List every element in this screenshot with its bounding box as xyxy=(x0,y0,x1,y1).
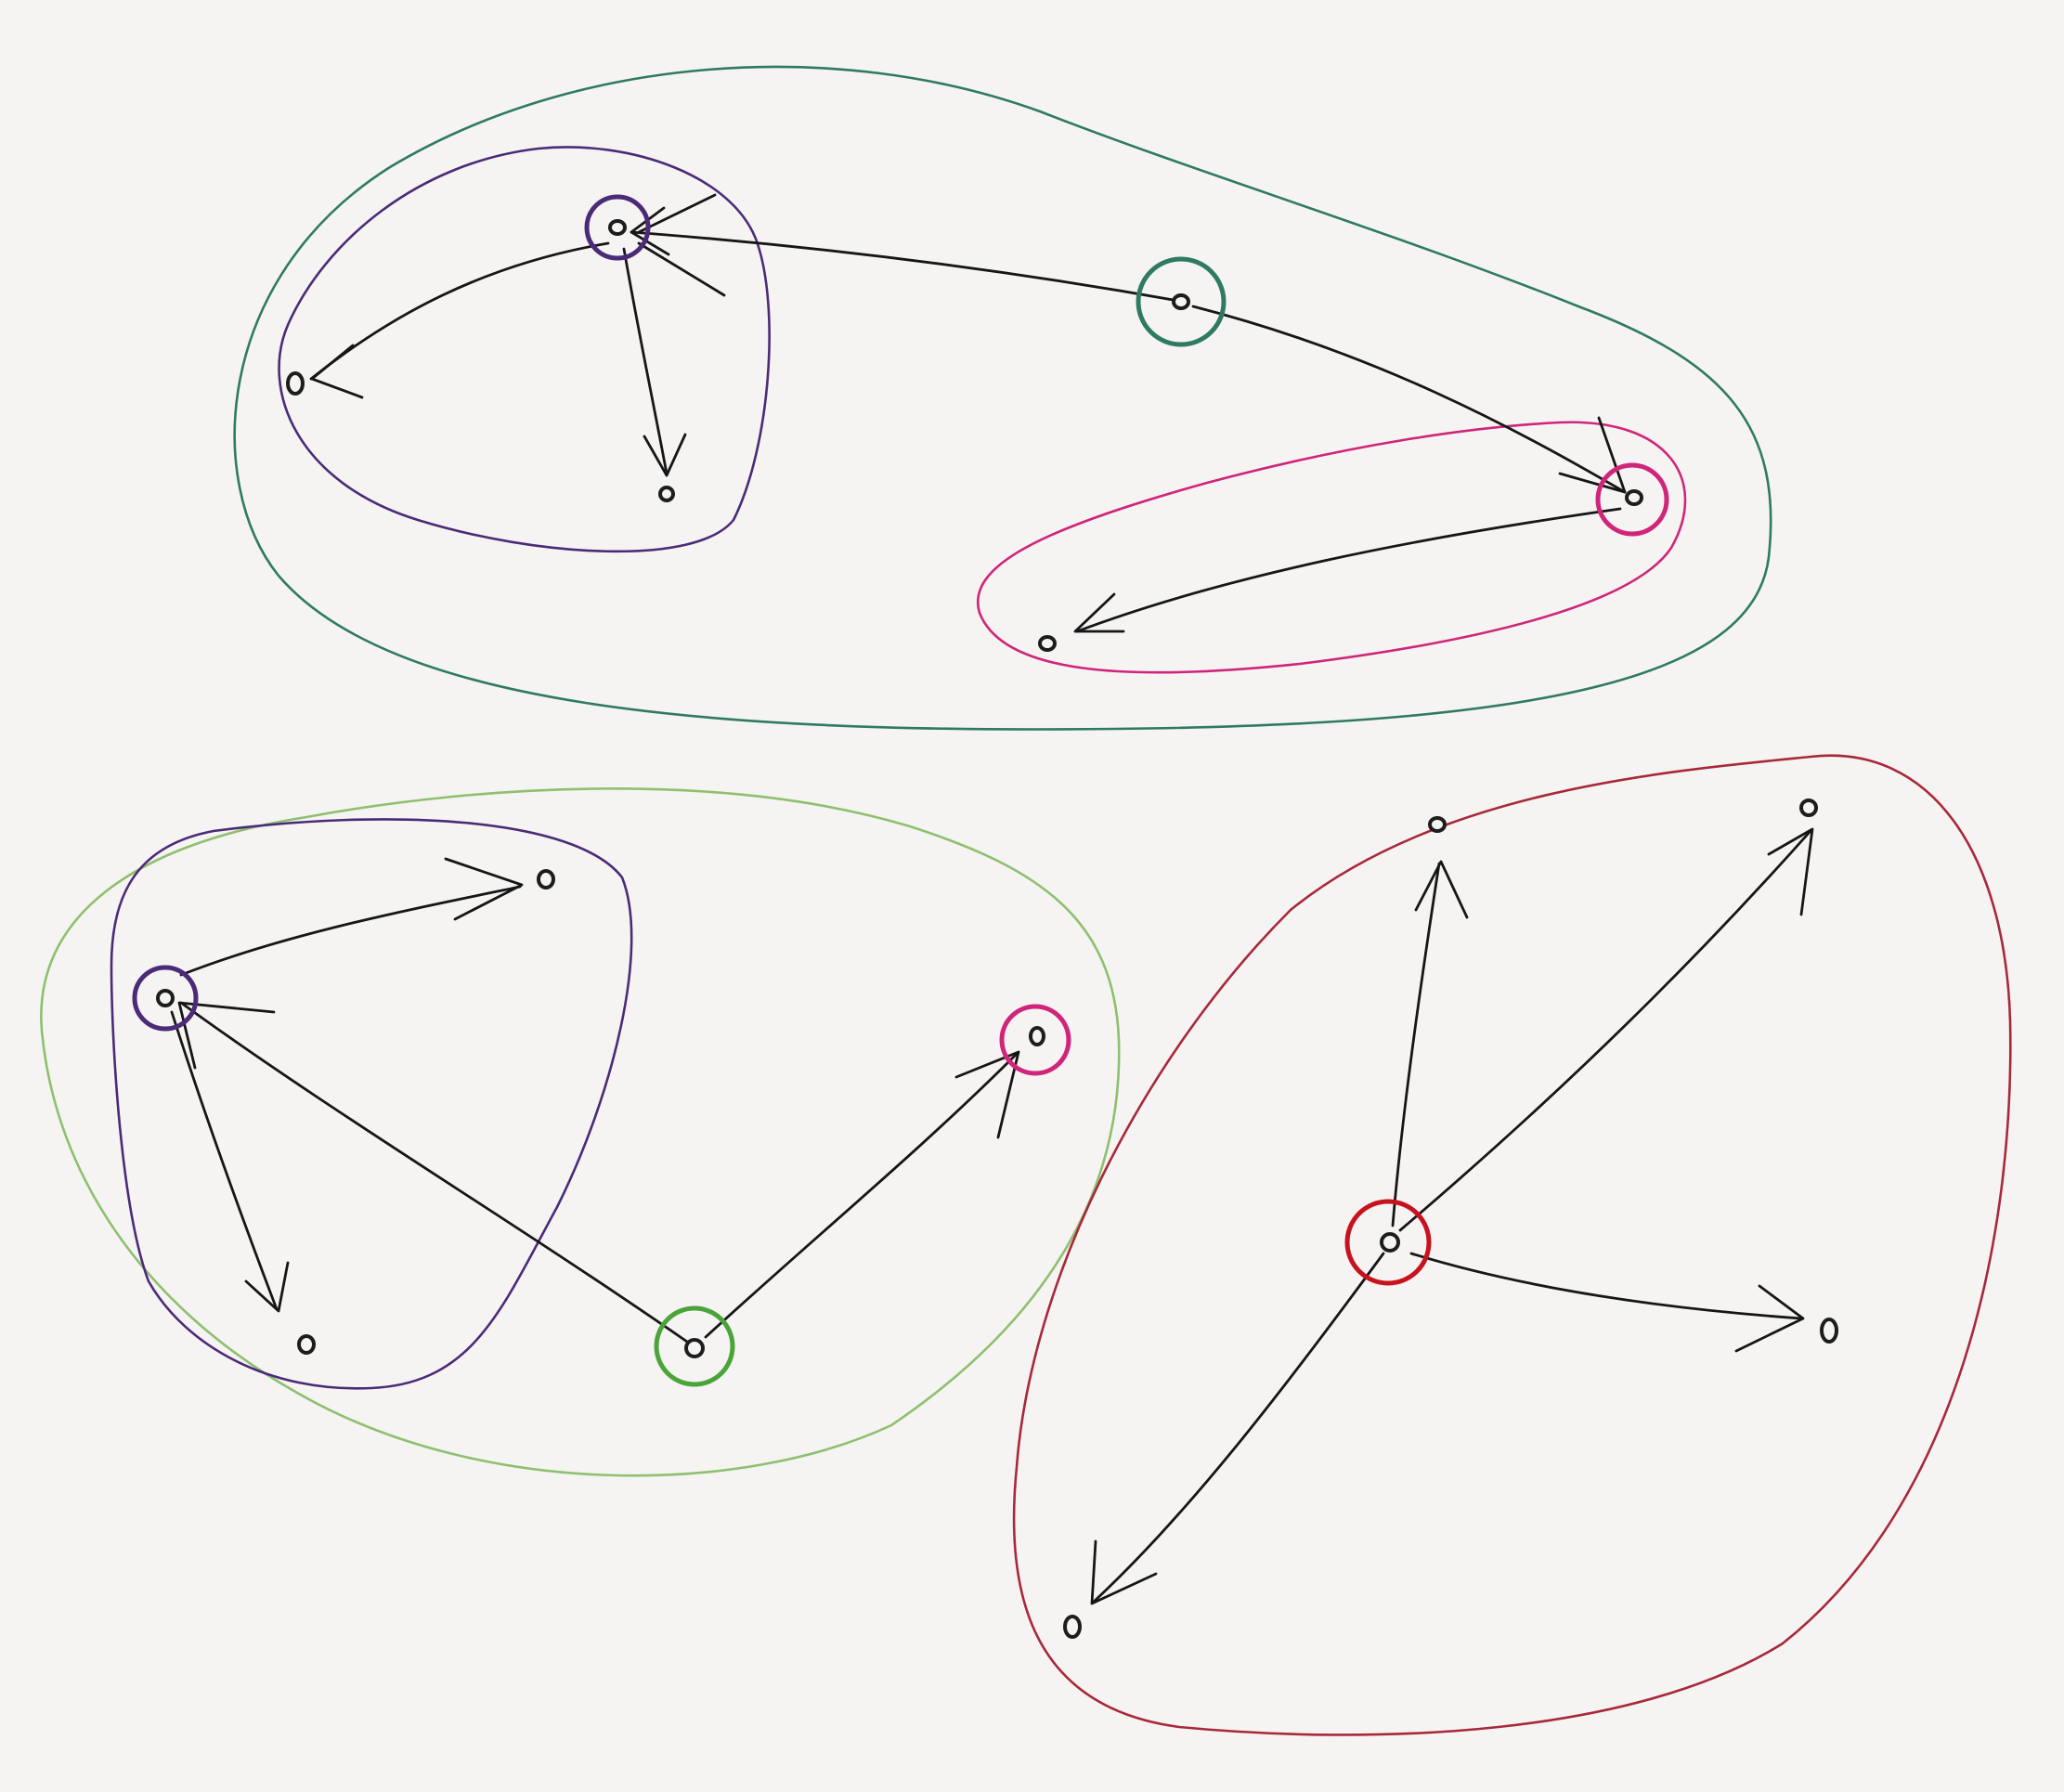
node-dot xyxy=(1380,1232,1400,1253)
arrowhead-bottom-dot xyxy=(244,1261,290,1313)
edge-b2-to-b1 xyxy=(179,1001,689,1344)
edge-b1-to-bottom-dot xyxy=(170,1010,279,1311)
top-outer-boundary xyxy=(233,65,1772,731)
bottom-left-inner-boundary xyxy=(110,818,633,1390)
node-dot xyxy=(1428,816,1447,833)
node-dot xyxy=(658,486,675,502)
node-dot xyxy=(684,1338,705,1358)
node-dot xyxy=(1063,1615,1082,1639)
arrowhead-upper-right xyxy=(1767,827,1814,916)
arrowhead-upper-left xyxy=(1414,860,1469,919)
edge-t3-to-pink-dot xyxy=(1075,507,1622,633)
node-ring-r1 xyxy=(1344,1199,1432,1286)
edge-b2-to-b3 xyxy=(704,1052,1019,1339)
edge-r1-to-upper-right xyxy=(1398,829,1812,1232)
arrowhead-lower-dot xyxy=(643,433,687,477)
edge-r1-to-upper-left xyxy=(1391,862,1441,1227)
node-dot xyxy=(156,989,175,1007)
edge-r1-to-lower-left xyxy=(1092,1252,1385,1604)
edge-b1-to-top-dot xyxy=(179,885,522,977)
edge-t1-to-left-dot xyxy=(309,241,610,381)
arrowhead-left-dot xyxy=(310,344,364,399)
node-ring-t3 xyxy=(1595,462,1669,537)
arrowhead-lower-left xyxy=(1090,1539,1158,1605)
arrowhead-t1 xyxy=(630,206,670,256)
bottom-right-boundary xyxy=(1012,754,2012,1736)
node-ring-b2 xyxy=(654,1305,735,1387)
node-dot xyxy=(1820,1318,1838,1344)
node-ring-t1 xyxy=(584,194,651,261)
node-dot xyxy=(1172,293,1190,310)
arrowhead-right xyxy=(1734,1284,1805,1353)
node-ring-b1 xyxy=(132,965,199,1032)
arrowhead-pink-dot xyxy=(1073,592,1125,633)
node-dot xyxy=(1799,799,1818,817)
arrowhead-t3 xyxy=(1558,416,1627,494)
node-dot xyxy=(1029,1026,1045,1046)
edge-t1-spur-up xyxy=(637,193,717,234)
node-dot xyxy=(608,219,627,236)
node-dot xyxy=(297,1334,316,1355)
edge-t2-to-t3 xyxy=(1191,305,1627,494)
top-left-inner-boundary xyxy=(278,146,771,553)
arrowhead-b3 xyxy=(954,1050,1020,1139)
edge-t1-to-lower-dot xyxy=(622,247,669,475)
node-ring-t2 xyxy=(1136,256,1227,347)
edge-t1-spur-down xyxy=(637,241,726,297)
top-right-inner-boundary xyxy=(977,421,1687,674)
arrowhead-top-dot xyxy=(444,857,524,921)
node-dot xyxy=(1038,635,1057,652)
node-ring-b3 xyxy=(999,1004,1071,1076)
arrowhead-b1 xyxy=(177,1001,276,1070)
node-dot xyxy=(286,371,305,396)
edge-t2-to-t1 xyxy=(630,230,1186,304)
node-dot xyxy=(1625,489,1643,506)
bottom-left-outer-boundary xyxy=(40,787,1121,1477)
edge-r1-to-right xyxy=(1409,1252,1803,1320)
node-dot xyxy=(537,869,555,890)
